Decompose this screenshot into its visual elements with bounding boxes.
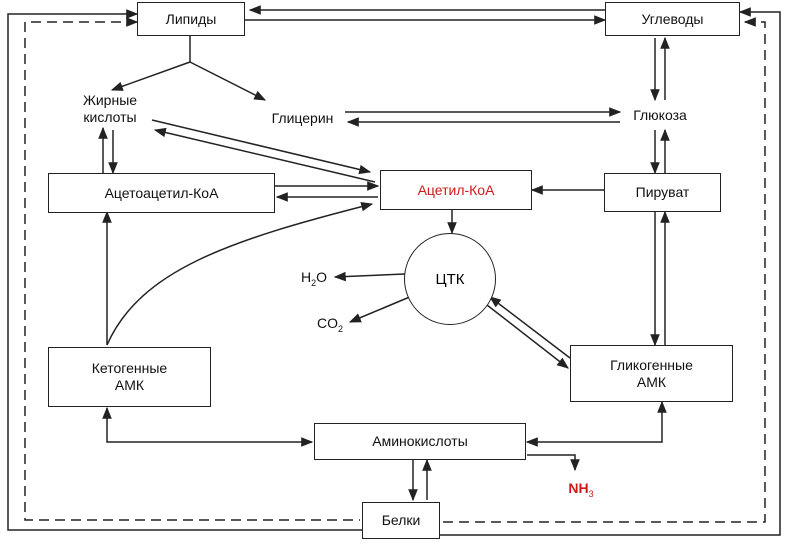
- node-amino-acids: Аминокислоты: [314, 423, 526, 460]
- node-fatty-acids: Жирные кислоты: [82, 92, 138, 125]
- node-ketogenic-label: Кетогенные АМК: [91, 360, 168, 393]
- node-glucose: Глюкоза: [633, 107, 687, 123]
- dashed-right-line: [440, 17, 766, 523]
- node-glucogenic-amino-acids: Гликогенные АМК: [570, 345, 733, 402]
- label-h2o-sub: 2: [311, 278, 317, 288]
- node-acetoacetyl-coa-label: Ацетоацетил-КоА: [104, 184, 219, 201]
- node-carbohydrates-label: Углеводы: [641, 10, 704, 27]
- outer-right-line: [440, 7, 781, 536]
- label-co2: CO2: [308, 315, 352, 334]
- node-pyruvate: Пируват: [604, 173, 721, 212]
- node-lipids-label: Липиды: [165, 10, 217, 27]
- dashed-left-line: [24, 17, 360, 521]
- label-nh3-main: NH: [568, 480, 589, 496]
- node-lipids: Липиды: [137, 2, 245, 36]
- node-pyruvate-label: Пируват: [635, 184, 690, 200]
- node-glycerol: Глицерин: [271, 110, 334, 126]
- to-fatty-acids: [110, 61, 191, 91]
- outer-left-line: [7, 9, 362, 531]
- label-h2o: H2O: [292, 269, 336, 288]
- node-proteins: Белки: [362, 502, 440, 539]
- node-glucogenic-label: Гликогенные АМК: [610, 356, 693, 390]
- label-co2-main: CO: [316, 315, 338, 331]
- node-acetoacetyl-coa: Ацетоацетил-КоА: [48, 173, 275, 213]
- node-amino-acids-label: Аминокислоты: [372, 433, 468, 449]
- node-acetyl-coa: Ацетил-КоА: [380, 170, 532, 210]
- label-h2o-tail: O: [316, 269, 328, 285]
- node-proteins-label: Белки: [381, 512, 421, 528]
- node-tca-cycle: ЦТК: [404, 233, 496, 325]
- node-carbohydrates: Углеводы: [605, 2, 740, 36]
- label-nh3: NH3: [556, 480, 606, 499]
- label-co2-sub: 2: [337, 324, 343, 334]
- node-acetyl-coa-label: Ацетил-КоА: [417, 181, 495, 198]
- node-tca-cycle-label: ЦТК: [435, 270, 465, 288]
- node-ketogenic-amino-acids: Кетогенные АМК: [48, 347, 211, 407]
- to-glycerol: [189, 61, 267, 101]
- label-h2o-main: H: [300, 269, 312, 285]
- label-nh3-sub: 3: [588, 489, 594, 499]
